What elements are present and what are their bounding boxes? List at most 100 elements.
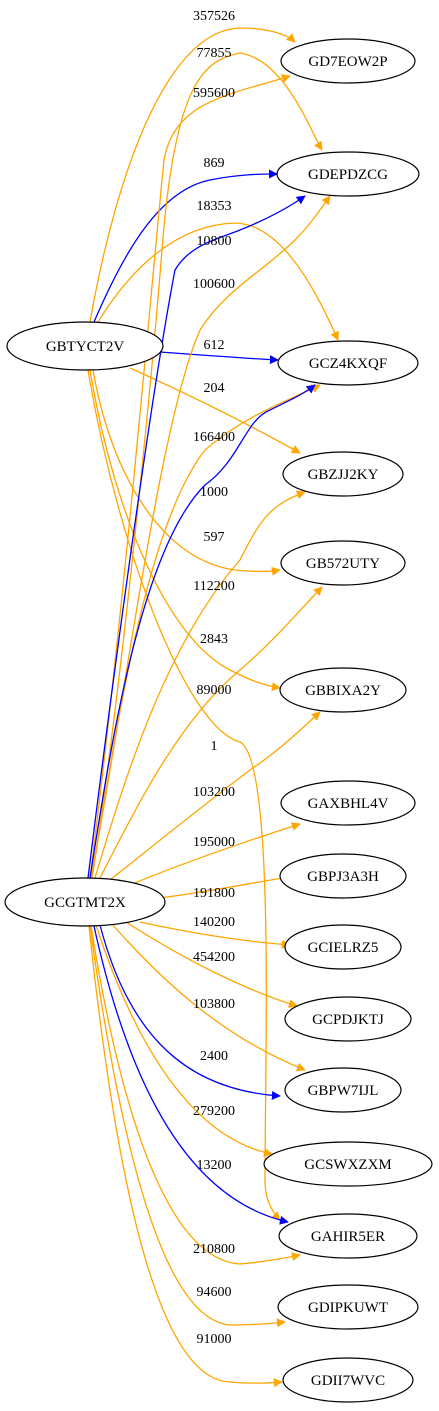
node-label: GDEPDZCG bbox=[308, 167, 388, 183]
node-ellipse bbox=[277, 340, 419, 386]
edge-label: 140200 bbox=[193, 915, 235, 930]
edge-label: 10800 bbox=[197, 234, 232, 249]
node-label: GCSWXZXM bbox=[304, 1157, 392, 1173]
nodes-layer: GBTYCT2V GCGTMT2X GD7EOW2P GDEPDZCG GCZ4KXQF… bbox=[4, 38, 433, 1403]
node-label: GD7EOW2P bbox=[308, 54, 387, 70]
node-gaxbhl4v: GAXBHL4V bbox=[280, 780, 416, 826]
edge-label: 869 bbox=[204, 156, 225, 171]
edge-gbtyct2v-to-gdepdzcg bbox=[93, 169, 278, 323]
edge-label: 595600 bbox=[193, 86, 235, 101]
node-ellipse bbox=[279, 853, 407, 899]
node-label: GBBIXA2Y bbox=[305, 683, 381, 699]
edge-gbtyct2v-to-gd7eow2p bbox=[89, 27, 296, 323]
node-gcpdjktj: GCPDJKTJ bbox=[284, 996, 412, 1042]
node-gcz4kxqf: GCZ4KXQF bbox=[277, 340, 419, 386]
node-gd7eow2p: GD7EOW2P bbox=[280, 38, 416, 84]
node-ellipse bbox=[280, 38, 416, 84]
edge-gbtyct2v-to-gcz4kxqf bbox=[159, 351, 279, 365]
node-gahir5er: GAHIR5ER bbox=[278, 1213, 418, 1259]
edge-gcgtmt2x-to-gb572uty bbox=[99, 586, 323, 879]
edge-gcgtmt2x-to-gdepdzcg bbox=[91, 52, 323, 879]
edge-label: 94600 bbox=[197, 1285, 232, 1300]
node-gbzjj2ky: GBZJJ2KY bbox=[282, 451, 404, 497]
edge-gcgtmt2x-to-gbpw7ijl bbox=[111, 923, 306, 1072]
node-gcgtmt2x: GCGTMT2X bbox=[4, 877, 166, 927]
edge-label: 210800 bbox=[193, 1242, 235, 1257]
edge-label: 195000 bbox=[193, 835, 235, 850]
node-ellipse bbox=[284, 1067, 402, 1113]
node-ellipse bbox=[280, 540, 406, 586]
edge-gcgtmt2x-to-gaxbhl4v bbox=[129, 822, 301, 886]
edge-gcgtmt2x-to-gbpj3a3h bbox=[159, 873, 291, 899]
edge-gbtyct2v-to-gb572uty bbox=[92, 369, 281, 576]
node-label: GDII7WVC bbox=[311, 1373, 385, 1389]
edge-label: 204 bbox=[204, 381, 225, 396]
node-ellipse bbox=[6, 321, 164, 371]
edge-label: 454200 bbox=[193, 950, 235, 965]
edge-gcgtmt2x-to-gdipkuwt bbox=[89, 925, 286, 1328]
node-ellipse bbox=[280, 780, 416, 826]
node-ellipse bbox=[284, 996, 412, 1042]
node-ellipse bbox=[276, 151, 420, 197]
edge-gcgtmt2x-to-gcz4kxqf bbox=[91, 384, 321, 879]
edge-label: 112200 bbox=[193, 579, 234, 594]
node-ellipse bbox=[282, 451, 404, 497]
edge-labels-layer: 3575268691835361220459728431778555956001… bbox=[193, 9, 235, 1347]
node-ellipse bbox=[282, 1357, 414, 1403]
edge-label: 91000 bbox=[197, 1332, 232, 1347]
edge-label: 1000 bbox=[200, 485, 228, 500]
node-gbpw7ijl: GBPW7IJL bbox=[284, 1067, 402, 1113]
node-label: GBTYCT2V bbox=[46, 339, 125, 355]
node-gbbixa2y: GBBIXA2Y bbox=[279, 667, 407, 713]
node-gcielrz5: GCIELRZ5 bbox=[284, 924, 402, 970]
edge-label: 191800 bbox=[193, 886, 235, 901]
node-label: GAXBHL4V bbox=[308, 796, 389, 812]
node-label: GDIPKUWT bbox=[308, 1300, 388, 1316]
node-ellipse bbox=[284, 924, 402, 970]
node-ellipse bbox=[279, 667, 407, 713]
edge-label: 89000 bbox=[197, 683, 232, 698]
node-ellipse bbox=[278, 1213, 418, 1259]
edge-label: 103200 bbox=[193, 785, 235, 800]
node-gdepdzcg: GDEPDZCG bbox=[276, 151, 420, 197]
node-gbtyct2v: GBTYCT2V bbox=[6, 321, 164, 371]
node-label: GCPDJKTJ bbox=[312, 1012, 384, 1028]
edge-label: 612 bbox=[204, 338, 225, 353]
edge-gbtyct2v-to-gcz4kxqf bbox=[97, 222, 339, 341]
edge-gcgtmt2x-to-gcswxzxm bbox=[95, 924, 273, 1157]
edge-label: 77855 bbox=[197, 46, 232, 61]
edge-gcgtmt2x-to-gcz4kxqf bbox=[89, 384, 316, 879]
edge-gcgtmt2x-to-gbbixa2y bbox=[109, 711, 321, 881]
node-label: GBPJ3A3H bbox=[307, 869, 379, 885]
node-gdipkuwt: GDIPKUWT bbox=[277, 1284, 419, 1330]
node-label: GCIELRZ5 bbox=[308, 940, 379, 956]
edge-label: 279200 bbox=[193, 1104, 235, 1119]
edge-gcgtmt2x-to-gahir5er bbox=[93, 925, 289, 1225]
node-ellipse bbox=[263, 1141, 433, 1187]
edge-gcgtmt2x-to-gdepdzcg bbox=[87, 195, 306, 879]
node-ellipse bbox=[4, 877, 166, 927]
node-gdii7wvc: GDII7WVC bbox=[282, 1357, 414, 1403]
edge-gcgtmt2x-to-gahir5er bbox=[90, 925, 301, 1265]
edge-label: 2843 bbox=[200, 632, 228, 647]
node-label: GBZJJ2KY bbox=[308, 467, 379, 483]
edges-layer bbox=[87, 27, 339, 1388]
node-gbpj3a3h: GBPJ3A3H bbox=[279, 853, 407, 899]
edge-gcgtmt2x-to-gdii7wvc bbox=[88, 925, 283, 1388]
edge-gcgtmt2x-to-gcpdjktj bbox=[125, 921, 298, 1008]
edge-label: 357526 bbox=[193, 9, 235, 24]
node-ellipse bbox=[277, 1284, 419, 1330]
node-label: GCGTMT2X bbox=[44, 895, 126, 911]
node-label: GAHIR5ER bbox=[311, 1229, 385, 1245]
edge-gcgtmt2x-to-gbzjj2ky bbox=[94, 490, 306, 879]
edge-label: 100600 bbox=[193, 277, 235, 292]
edge-gcgtmt2x-to-gd7eow2p bbox=[89, 74, 291, 879]
edge-label: 18353 bbox=[197, 199, 232, 214]
edge-label: 597 bbox=[204, 530, 225, 545]
node-gcswxzxm: GCSWXZXM bbox=[263, 1141, 433, 1187]
node-label: GB572UTY bbox=[306, 556, 380, 572]
node-gb572uty: GB572UTY bbox=[280, 540, 406, 586]
edge-label: 2400 bbox=[200, 1049, 228, 1064]
edge-label: 166400 bbox=[193, 430, 235, 445]
